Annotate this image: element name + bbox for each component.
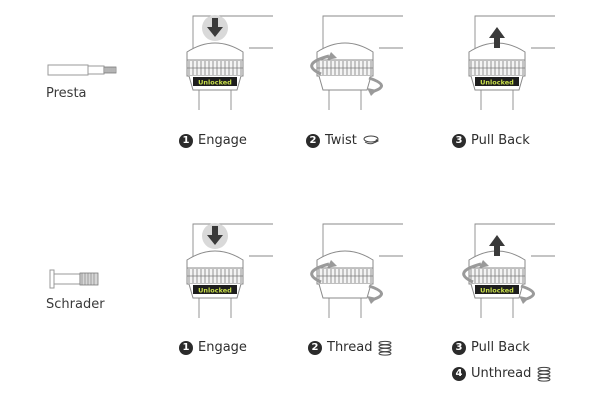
schrader-label: Schrader bbox=[46, 297, 105, 312]
step-label: Engage bbox=[198, 133, 247, 148]
step-label: Unthread bbox=[471, 366, 532, 381]
schrader-engage-head: Unlocked bbox=[186, 223, 273, 318]
unlocked-badge: Unlocked bbox=[193, 285, 237, 295]
svg-text:Unlocked: Unlocked bbox=[198, 79, 232, 87]
rotate-arrow-left bbox=[310, 262, 330, 284]
step-label: Pull Back bbox=[471, 340, 530, 355]
svg-text:Unlocked: Unlocked bbox=[198, 287, 232, 295]
knurled-collar bbox=[186, 267, 244, 285]
schrader-step-1: 1 Engage bbox=[179, 340, 247, 356]
step-number-badge: 3 bbox=[452, 134, 466, 148]
knurled-collar bbox=[316, 59, 374, 77]
svg-text:Unlocked: Unlocked bbox=[480, 79, 514, 87]
step-label: Pull Back bbox=[471, 133, 530, 148]
schrader-step-4: 4 Unthread bbox=[452, 366, 552, 382]
step-number-badge: 4 bbox=[452, 367, 466, 381]
presta-pullback-head: Unlocked bbox=[468, 15, 555, 110]
arrow-up-icon bbox=[489, 235, 505, 256]
step-number-badge: 2 bbox=[306, 134, 320, 148]
arrow-up-icon bbox=[489, 27, 505, 48]
presta-engage-head: Unlocked bbox=[186, 15, 273, 110]
thread-coil-icon bbox=[378, 340, 392, 356]
knurled-collar bbox=[316, 267, 374, 285]
step-number-badge: 1 bbox=[179, 341, 193, 355]
presta-step-3: 3 Pull Back bbox=[452, 133, 530, 149]
step-number-badge: 2 bbox=[308, 341, 322, 355]
presta-valve-illustration bbox=[47, 64, 117, 76]
presta-label: Presta bbox=[46, 86, 87, 101]
step-label: Engage bbox=[198, 340, 247, 355]
rotate-arrow-left bbox=[462, 262, 482, 284]
schrader-step-3: 3 Pull Back bbox=[452, 340, 530, 356]
schrader-pullback-head: Unlocked bbox=[462, 223, 555, 318]
thread-coil-icon bbox=[537, 366, 551, 382]
knurled-collar bbox=[468, 267, 526, 285]
schrader-step-2: 2 Thread bbox=[308, 340, 393, 356]
step-label: Twist bbox=[325, 133, 357, 148]
unlocked-badge: Unlocked bbox=[193, 77, 237, 87]
twist-icon bbox=[363, 135, 379, 145]
presta-step-1: 1 Engage bbox=[179, 133, 247, 149]
schrader-valve-illustration bbox=[49, 269, 99, 289]
step-label: Thread bbox=[327, 340, 373, 355]
step-number-badge: 3 bbox=[452, 341, 466, 355]
unlocked-badge: Unlocked bbox=[475, 285, 519, 295]
knurled-collar bbox=[468, 59, 526, 77]
arrow-down-icon bbox=[207, 18, 223, 37]
unlocked-badge: Unlocked bbox=[475, 77, 519, 87]
presta-twist-head bbox=[310, 15, 403, 110]
arrow-down-icon bbox=[207, 226, 223, 245]
svg-text:Unlocked: Unlocked bbox=[480, 287, 514, 295]
presta-step-2: 2 Twist bbox=[306, 133, 382, 149]
step-number-badge: 1 bbox=[179, 134, 193, 148]
rotate-arrow-left bbox=[310, 54, 330, 76]
knurled-collar bbox=[186, 59, 244, 77]
schrader-thread-head bbox=[310, 223, 403, 318]
